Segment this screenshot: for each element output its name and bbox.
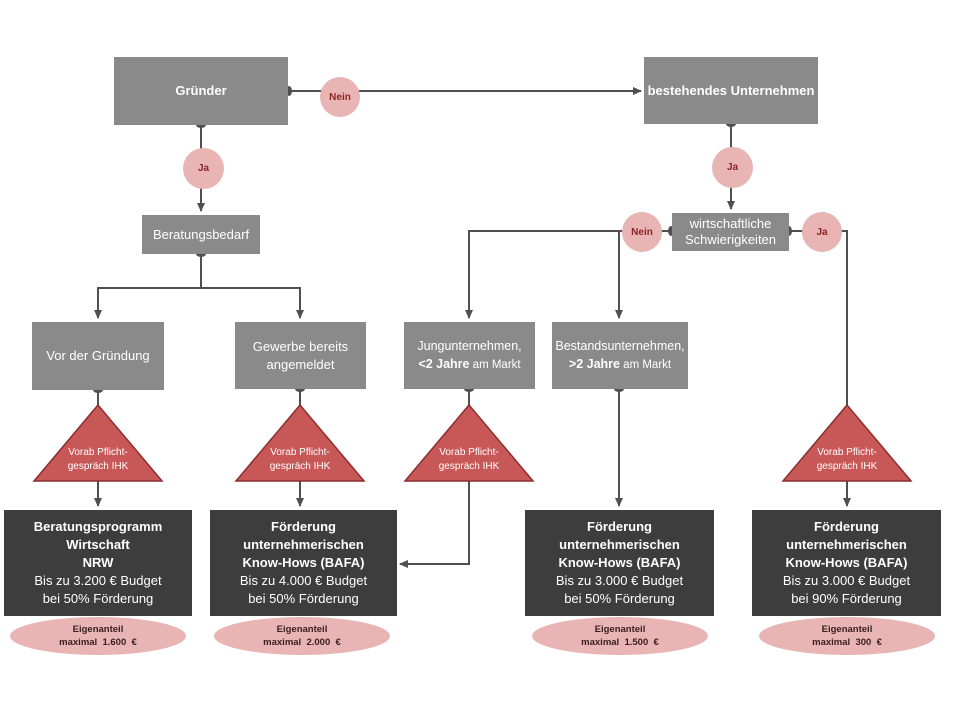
triangle-label-3-line2: gespräch IHK [438, 461, 500, 472]
triangle-label-1-line2: gespräch IHK [67, 461, 129, 472]
program-1-title1: Beratungsprogramm Wirtschaft [33, 519, 163, 552]
program-1-funding: bei 50% Förderung [42, 591, 154, 606]
node-vor-gruendung-label: Vor der Gründung [46, 348, 150, 363]
program-1-title2: NRW [82, 555, 114, 570]
decision-nein-top-label: Nein [329, 91, 351, 103]
program-4-funding: bei 90% Förderung [791, 591, 902, 606]
node-gewerbe-angemeldet: Gewerbe bereits angemeldet [235, 322, 366, 389]
program-3-budget: Bis zu 3.000 € Budget [555, 573, 684, 588]
node-bestand-line2: >2 Jahre am Markt [569, 355, 671, 374]
triangle-label-3-line1: Vorab Pflicht- [439, 447, 499, 458]
program-2-title2: Know-Hows (BAFA) [242, 555, 365, 570]
program-4-budget: Bis zu 3.000 € Budget [782, 573, 911, 588]
node-vor-der-gruendung: Vor der Gründung [32, 322, 164, 390]
node-gruender-label: Gründer [175, 83, 227, 98]
own-share-2-label: Eigenanteil [276, 624, 328, 635]
node-bestand-line1: Bestandsunternehmen, [555, 339, 685, 353]
triangle-ihk-4 [781, 403, 913, 482]
triangle-ihk-1 [32, 403, 164, 482]
program-box-4: Förderung unternehmerischen Know-Hows (B… [752, 510, 941, 616]
decision-nein-middle: Nein [622, 212, 662, 252]
node-gewerbe-line1: Gewerbe bereits [252, 338, 349, 354]
node-gewerbe-line2: angemeldet [266, 356, 335, 372]
node-bestand-rest: am Markt [619, 359, 672, 371]
node-jung-rest: am Markt [469, 359, 521, 371]
own-share-4-label: Eigenanteil [821, 624, 873, 635]
own-share-4-value: maximal 300 € [812, 637, 882, 648]
own-share-2-value: maximal 2.000 € [263, 637, 341, 648]
decision-nein-middle-label: Nein [631, 226, 653, 238]
own-share-ellipse-4: Eigenanteil maximal 300 € [759, 617, 935, 655]
program-3-title1: Förderung unternehmerischen [559, 519, 680, 552]
own-share-ellipse-3: Eigenanteil maximal 1.500 € [532, 617, 708, 655]
connector-beratungsbedarf-gewerbe [201, 287, 304, 319]
decision-ja-right: Ja [712, 147, 753, 188]
triangle-ihk-3 [403, 403, 535, 482]
node-beratungsbedarf-label: Beratungsbedarf [152, 226, 250, 242]
decision-ja-left: Ja [183, 148, 224, 189]
program-3-funding: bei 50% Förderung [564, 591, 675, 606]
triangle-label-4: Vorab Pflicht- gespräch IHK [787, 446, 907, 474]
own-share-ellipse-2: Eigenanteil maximal 2.000 € [214, 617, 390, 655]
triangle-label-1-line1: Vorab Pflicht- [68, 447, 128, 458]
triangle-ihk-2 [234, 403, 366, 482]
decision-ja-middle: Ja [802, 212, 842, 252]
node-bestand-bold: >2 Jahre [568, 357, 620, 371]
program-4-title2: Know-Hows (BAFA) [785, 555, 908, 570]
own-share-3-label: Eigenanteil [594, 624, 646, 635]
triangle-label-2: Vorab Pflicht- gespräch IHK [240, 446, 360, 474]
node-jung-bold: <2 Jahre [418, 357, 470, 371]
node-bestehendes-unternehmen: bestehendes Unternehmen [644, 57, 818, 124]
node-gruender: Gründer [114, 57, 288, 125]
triangle-label-2-line1: Vorab Pflicht- [270, 447, 330, 458]
connector-beratungsbedarf-split [94, 254, 202, 319]
program-4-title1: Förderung unternehmerischen [786, 519, 907, 552]
node-jung-line2: <2 Jahre am Markt [418, 355, 520, 374]
program-2-budget: Bis zu 4.000 € Budget [239, 573, 368, 588]
node-wirtschaftliche-schwierigkeiten: wirtschaftliche Schwierigkeiten [672, 213, 789, 251]
program-box-1: Beratungsprogramm Wirtschaft NRW Bis zu … [4, 510, 192, 616]
program-box-3: Förderung unternehmerischen Know-Hows (B… [525, 510, 714, 616]
node-jungunternehmen: Jungunternehmen, <2 Jahre am Markt [404, 322, 535, 389]
node-beratungsbedarf: Beratungsbedarf [142, 215, 260, 254]
node-bestehend-label: bestehendes Unternehmen [647, 82, 815, 98]
program-3-title2: Know-Hows (BAFA) [558, 555, 681, 570]
node-jung-line1: Jungunternehmen, [417, 339, 522, 353]
own-share-1-label: Eigenanteil [72, 624, 124, 635]
connector-nein-jung [465, 230, 671, 319]
program-2-funding: bei 50% Förderung [248, 591, 359, 606]
own-share-ellipse-1: Eigenanteil maximal 1.600 € [10, 617, 186, 655]
own-share-1-value: maximal 1.600 € [59, 637, 137, 648]
decision-ja-right-label: Ja [726, 162, 739, 173]
decision-nein-top: Nein [320, 77, 360, 117]
triangle-label-3: Vorab Pflicht- gespräch IHK [409, 446, 529, 474]
node-bestandsunternehmen: Bestandsunternehmen, >2 Jahre am Markt [552, 322, 688, 389]
triangle-label-2-line2: gespräch IHK [269, 461, 331, 472]
own-share-3-value: maximal 1.500 € [581, 637, 659, 648]
program-1-budget: Bis zu 3.200 € Budget [34, 573, 162, 588]
program-2-title1: Förderung unternehmerischen [243, 519, 364, 552]
node-wirtschaftlich-line2: Schwierigkeiten [684, 232, 777, 247]
triangle-label-4-line2: gespräch IHK [816, 461, 878, 472]
triangle-label-4-line1: Vorab Pflicht- [817, 447, 877, 458]
program-box-2: Förderung unternehmerischen Know-Hows (B… [210, 510, 397, 616]
node-wirtschaftlich-line1: wirtschaftliche [689, 216, 772, 231]
decision-ja-left-label: Ja [197, 163, 210, 174]
triangle-label-1: Vorab Pflicht- gespräch IHK [38, 446, 158, 474]
decision-ja-middle-label: Ja [816, 226, 828, 238]
